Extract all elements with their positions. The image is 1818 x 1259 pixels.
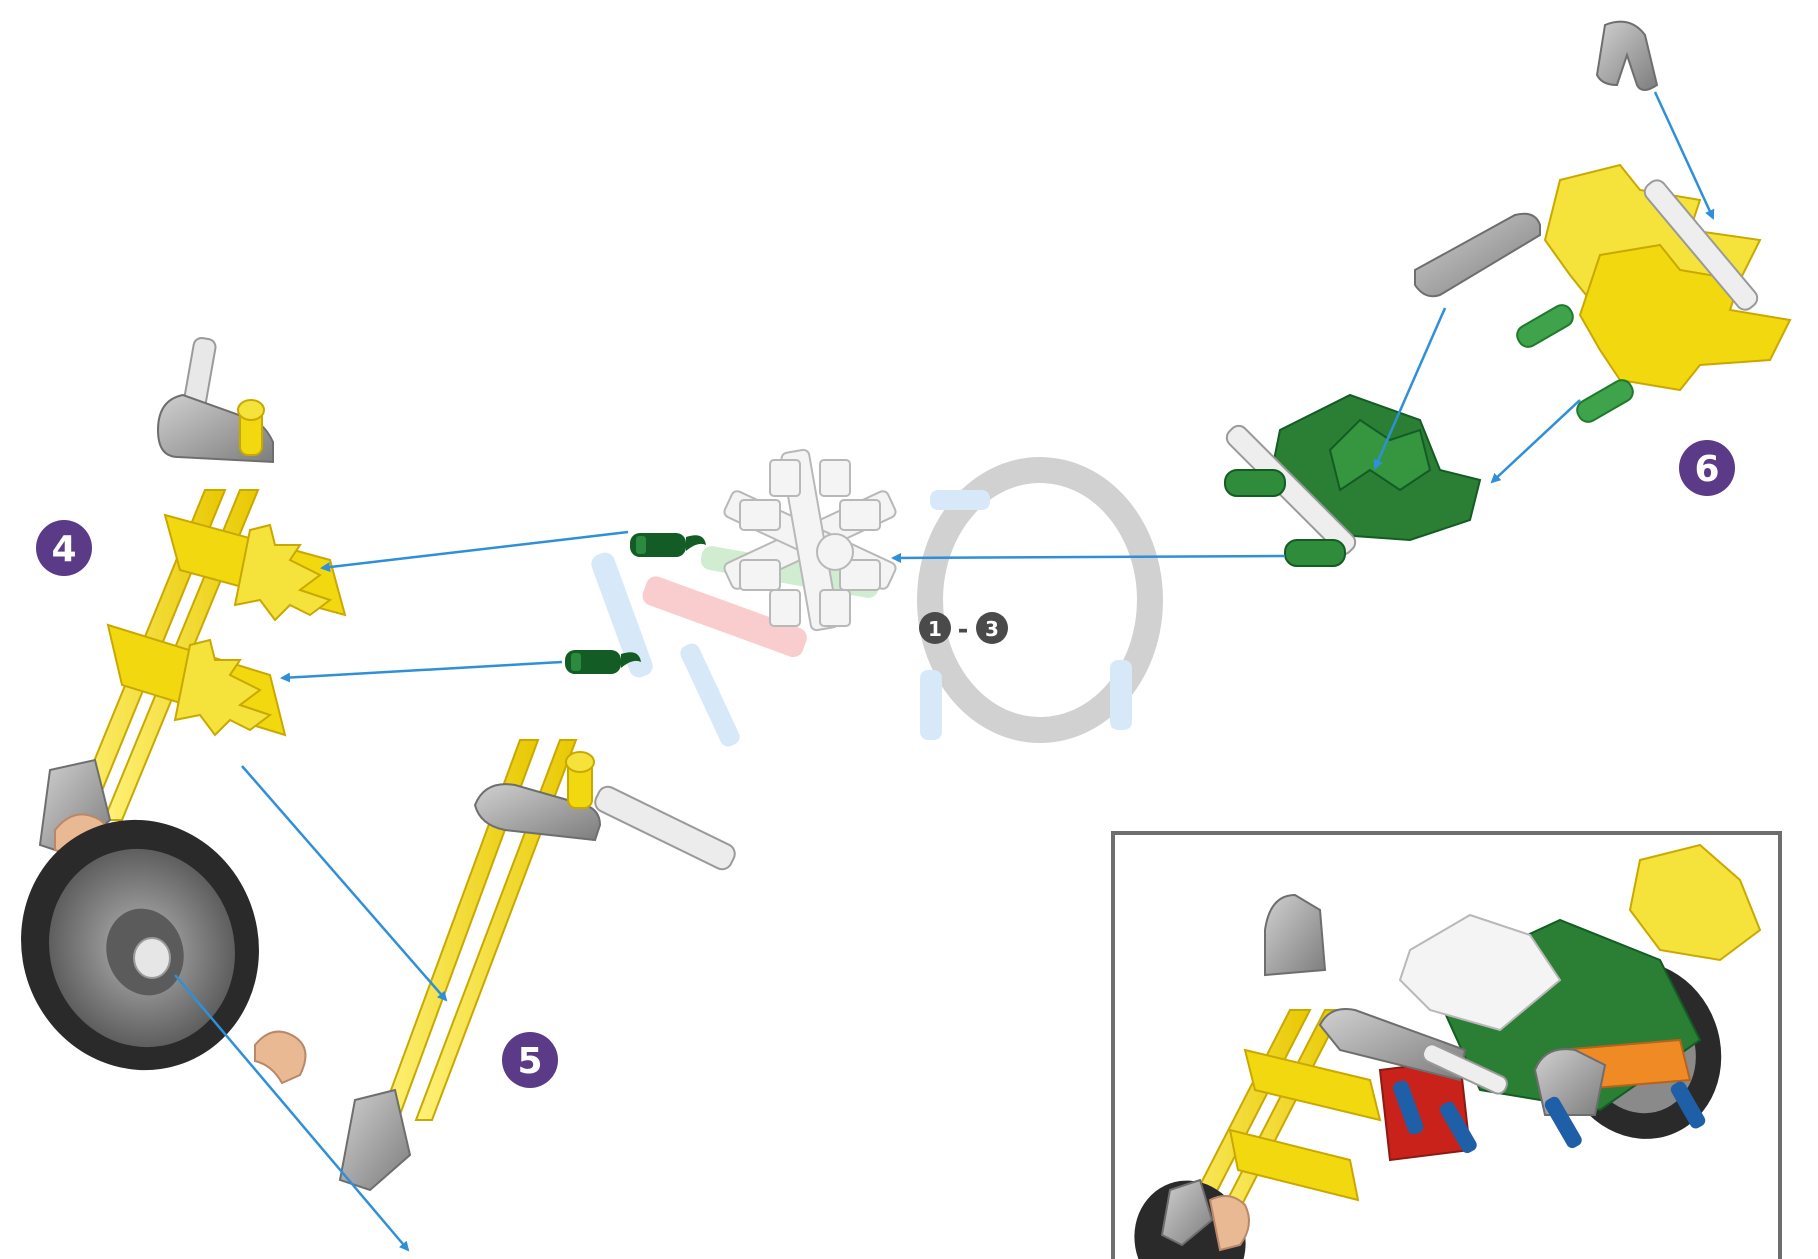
ghost-blue-peg-2	[1110, 660, 1132, 730]
yellow-connectors-step6	[1545, 165, 1790, 390]
green-clip-upper	[630, 533, 706, 557]
green-peg-lower	[1285, 540, 1345, 566]
tan-clip-loose	[255, 1032, 305, 1083]
arrow-frame-to-step5-rod	[242, 766, 446, 1000]
inset-gray-top	[1265, 895, 1325, 975]
gray-top-connector	[158, 337, 273, 462]
range-dash: -	[958, 615, 969, 645]
gray-flat-connector	[1415, 214, 1540, 297]
arrow-green-clip-to-lower-connector	[282, 662, 562, 678]
white-connector	[723, 449, 898, 631]
ghost-blue-peg-3	[930, 490, 990, 510]
step-6-badge: 6	[1679, 440, 1735, 496]
step-4-assembly	[0, 337, 345, 1104]
white-rod-handlebar	[592, 783, 738, 872]
wheel-axle-cap	[134, 938, 170, 978]
step-4-number: 4	[51, 529, 76, 570]
arrow-green-to-white-connector	[893, 556, 1285, 558]
step-5-assembly	[255, 740, 738, 1190]
step-4-badge: 4	[36, 520, 92, 576]
previous-steps-label: 1 - 3	[919, 612, 1008, 645]
ghost-blue-peg	[920, 670, 942, 740]
step-5-badge: 5	[502, 1032, 558, 1088]
gray-clip-top	[1597, 22, 1657, 90]
step-5-number: 5	[517, 1041, 542, 1082]
step-6-number: 6	[1694, 449, 1719, 490]
arrow-green-clip-to-upper-connector	[322, 532, 628, 568]
completed-model-inset	[1113, 833, 1780, 1259]
green-peg-upper	[1225, 470, 1285, 496]
step-3-number: 3	[985, 617, 999, 641]
green-connector-assembly	[1223, 395, 1480, 566]
step-1-number: 1	[928, 617, 942, 641]
arrow-yellow-to-green	[1492, 400, 1580, 482]
ghost-blue-rod-2	[678, 641, 743, 749]
